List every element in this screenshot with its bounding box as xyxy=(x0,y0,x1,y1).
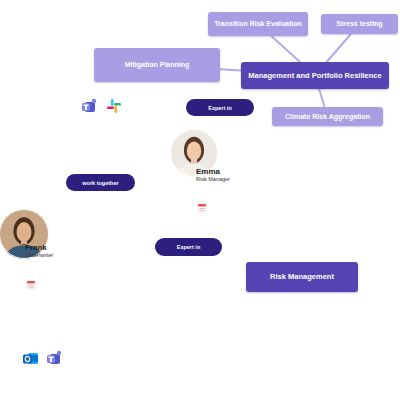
connector-line xyxy=(319,89,324,107)
topic-label: Mitigation Planning xyxy=(122,61,193,69)
topic-box: Stress testing xyxy=(321,14,398,34)
topic-label: Stress testing xyxy=(333,20,385,28)
outlook-icon xyxy=(23,353,38,364)
teams-icon xyxy=(82,99,96,112)
relation-pill: Expert in xyxy=(155,238,222,256)
connector-line xyxy=(220,69,241,70)
teams-icon xyxy=(47,351,61,364)
relation-label: Expert in xyxy=(205,105,235,111)
person-role: Risk Manager xyxy=(196,176,230,183)
topic-label: Climate Risk Aggregation xyxy=(282,113,373,121)
main-topic-box: Risk Management xyxy=(246,262,358,292)
topic-box: Transition Risk Evaluation xyxy=(208,12,308,36)
relation-label: Expert in xyxy=(174,244,204,250)
person-name: Frank xyxy=(25,243,47,252)
topic-label: Transition Risk Evaluation xyxy=(211,20,305,28)
topic-box: Mitigation Planning xyxy=(94,48,220,82)
main-topic-box: Management and Portfolio Resilience xyxy=(241,62,389,89)
relation-pill: Expert in xyxy=(186,99,254,116)
person-role: Underwriter xyxy=(25,252,53,259)
person-name: Emma xyxy=(196,167,220,176)
calendar-icon xyxy=(27,281,35,289)
relation-pill: work together xyxy=(66,174,135,191)
person-card: FrankUnderwriter xyxy=(0,209,70,265)
topic-label: Management and Portfolio Resilience xyxy=(245,72,384,80)
slack-icon xyxy=(107,99,121,113)
connector-line xyxy=(271,36,300,62)
connector-line xyxy=(327,34,351,62)
topic-box: Climate Risk Aggregation xyxy=(272,107,383,126)
person-card: EmmaRisk Manager xyxy=(170,129,244,189)
relation-label: work together xyxy=(79,180,121,186)
calendar-icon xyxy=(198,204,206,212)
topic-label: Risk Management xyxy=(267,273,337,281)
